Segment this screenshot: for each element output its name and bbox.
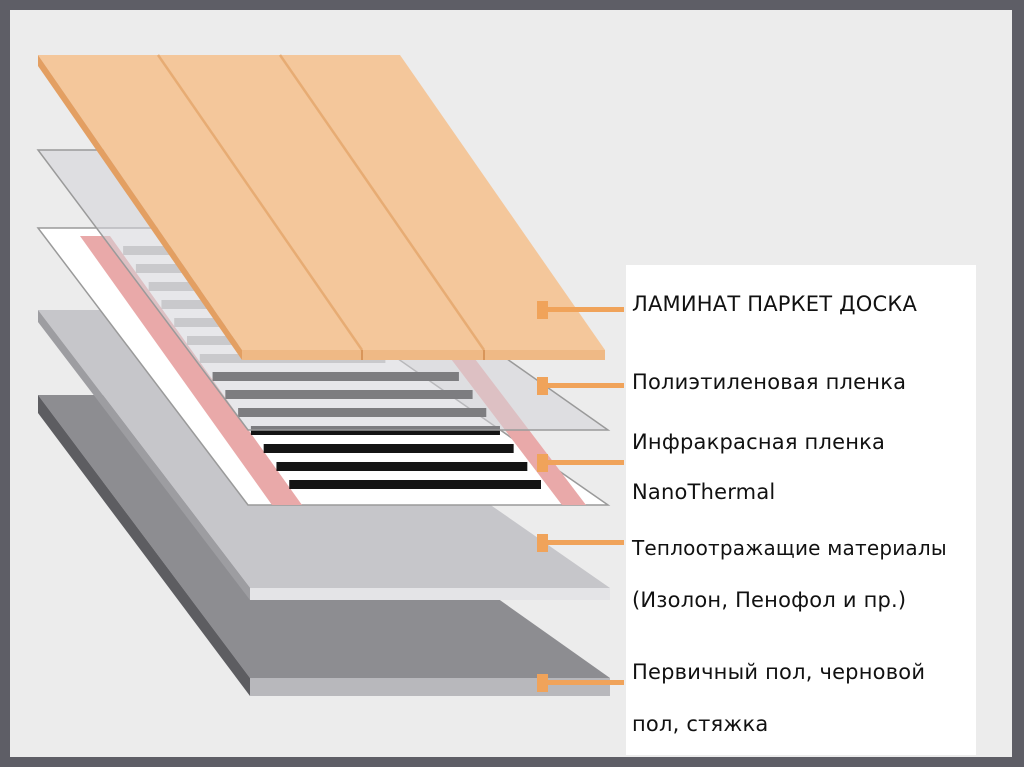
heating-stripe [264, 444, 514, 453]
infrared-label-line2: NanoThermal [632, 480, 775, 504]
polyethylene-label: Полиэтиленовая пленка [632, 370, 906, 394]
subfloor-label-line2: пол, стяжка [632, 712, 768, 736]
infrared-label-line1: Инфракрасная пленка [632, 430, 885, 454]
heating-stripe [289, 480, 541, 489]
heating-stripe [276, 462, 527, 471]
reflective-label-line1: Теплоотражащие материалы [632, 536, 947, 560]
subfloor-label-line1: Первичный пол, черновой [632, 660, 925, 684]
slide: ЛАМИНАТ ПАРКЕТ ДОСКА Полиэтиленовая плен… [10, 10, 1012, 757]
reflective-label-line2: (Изолон, Пенофол и пр.) [632, 588, 906, 612]
laminate-label: ЛАМИНАТ ПАРКЕТ ДОСКА [632, 292, 917, 316]
